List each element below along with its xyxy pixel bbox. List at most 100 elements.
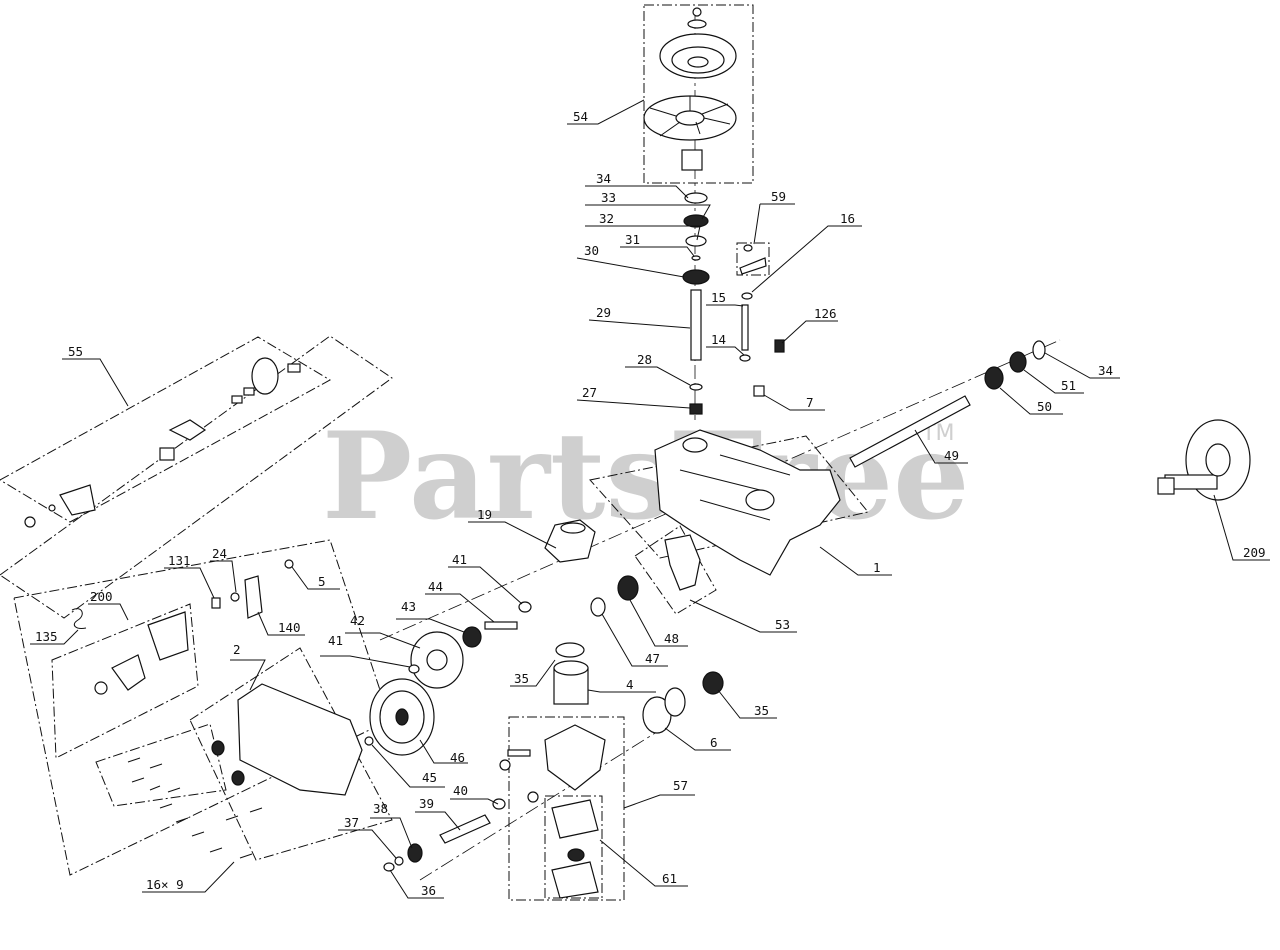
leader-36 — [389, 869, 444, 899]
group-200-parts — [71, 608, 189, 695]
fan-pulley-group-box — [643, 4, 754, 184]
callout-28: 28 — [637, 352, 652, 367]
callout-14: 14 — [711, 332, 726, 347]
leader-44 — [425, 593, 495, 623]
callout-16: 16 — [840, 211, 855, 226]
parts-47-48 — [590, 575, 639, 617]
callout-29: 29 — [596, 305, 611, 320]
callout-31: 31 — [625, 232, 640, 247]
callout-45: 45 — [422, 770, 437, 785]
leader-1 — [819, 546, 892, 576]
leader-45 — [371, 744, 445, 788]
leader-27 — [576, 399, 691, 409]
leader-19 — [468, 521, 557, 549]
callout-61: 61 — [662, 871, 677, 886]
bolts-16x9 — [127, 757, 263, 859]
callout-7: 7 — [806, 395, 814, 410]
leader-53 — [689, 599, 797, 633]
leader-35b — [717, 689, 777, 719]
callout-209: 209 — [1243, 545, 1266, 560]
axle-49 — [849, 395, 971, 468]
leader-40 — [450, 798, 499, 805]
parts-126-7 — [753, 339, 785, 397]
leader-33 — [585, 204, 711, 220]
group-57-box — [508, 716, 625, 901]
plates-61 — [551, 799, 599, 899]
part-59-group-box — [736, 242, 770, 276]
gasket-53-box — [634, 525, 717, 615]
leader-57 — [623, 794, 695, 809]
callout-4: 4 — [626, 677, 634, 692]
gears-41-42-43-44 — [408, 601, 532, 689]
callout-44: 44 — [428, 579, 443, 594]
leader-16x9 — [142, 861, 235, 893]
callout-140: 140 — [278, 620, 301, 635]
callout-48: 48 — [664, 631, 679, 646]
fan-54 — [643, 95, 737, 171]
callout-41-bottom: 41 — [328, 633, 343, 648]
leader-16 — [751, 225, 862, 293]
leader-34a — [585, 185, 689, 199]
callout-5: 5 — [318, 574, 326, 589]
leader-14 — [706, 346, 745, 356]
input-shaft-axis — [419, 729, 661, 881]
leader-126 — [781, 320, 838, 344]
callout-53: 53 — [775, 617, 790, 632]
callout-33: 33 — [601, 190, 616, 205]
pump-6 — [642, 687, 686, 734]
callout-30: 30 — [584, 243, 599, 258]
callout-19: 19 — [477, 507, 492, 522]
leader-5 — [291, 566, 340, 590]
watermark-text: PartsTree — [322, 406, 969, 547]
leader-48 — [629, 599, 688, 647]
callout-36: 36 — [421, 883, 436, 898]
leader-41a — [448, 566, 523, 605]
levers-24-131-140-5 — [211, 559, 294, 619]
callout-42: 42 — [350, 613, 365, 628]
leader-24 — [210, 560, 237, 593]
callout-15: 15 — [711, 290, 726, 305]
callout-46: 46 — [450, 750, 465, 765]
input-shaft-39-38-37-36-40 — [383, 798, 506, 872]
leader-43 — [396, 618, 465, 633]
callout-41-top: 41 — [452, 552, 467, 567]
callout-57: 57 — [673, 778, 688, 793]
callout-34-right: 34 — [1098, 363, 1113, 378]
leader-50 — [999, 387, 1063, 415]
leader-54 — [567, 99, 645, 125]
callout-50: 50 — [1037, 399, 1052, 414]
callout-49: 49 — [944, 448, 959, 463]
callout-37: 37 — [344, 815, 359, 830]
leader-31 — [620, 246, 695, 257]
leader-15 — [706, 304, 744, 307]
callout-6: 6 — [710, 735, 718, 750]
group-55-parts — [24, 357, 301, 528]
callout-54: 54 — [573, 109, 588, 124]
gasket-53 — [664, 534, 701, 591]
leader-135 — [30, 629, 79, 645]
callout-1: 1 — [873, 560, 881, 575]
callout-55: 55 — [68, 344, 83, 359]
leader-39 — [415, 811, 461, 831]
group-55-box-outer — [0, 335, 393, 619]
callout-47: 47 — [645, 651, 660, 666]
callout-59: 59 — [771, 189, 786, 204]
callout-126: 126 — [814, 306, 837, 321]
group-200-box — [51, 603, 199, 759]
leader-51 — [1023, 369, 1084, 394]
leader-7 — [763, 394, 825, 411]
leader-49 — [914, 429, 968, 464]
gear-46 — [369, 678, 435, 756]
leader-131 — [164, 567, 215, 599]
leader-55 — [62, 358, 129, 407]
callout-131: 131 — [168, 553, 191, 568]
callout-27: 27 — [582, 385, 597, 400]
axle-bearings-50-51-34 — [984, 340, 1046, 390]
leader-30 — [576, 257, 685, 278]
wheel-hub-209 — [1157, 419, 1251, 501]
leader-6 — [664, 727, 731, 751]
cover-2-box — [189, 647, 393, 861]
leader-37 — [338, 829, 397, 859]
output-axle-axis — [379, 339, 1061, 641]
valve-19 — [544, 519, 596, 563]
